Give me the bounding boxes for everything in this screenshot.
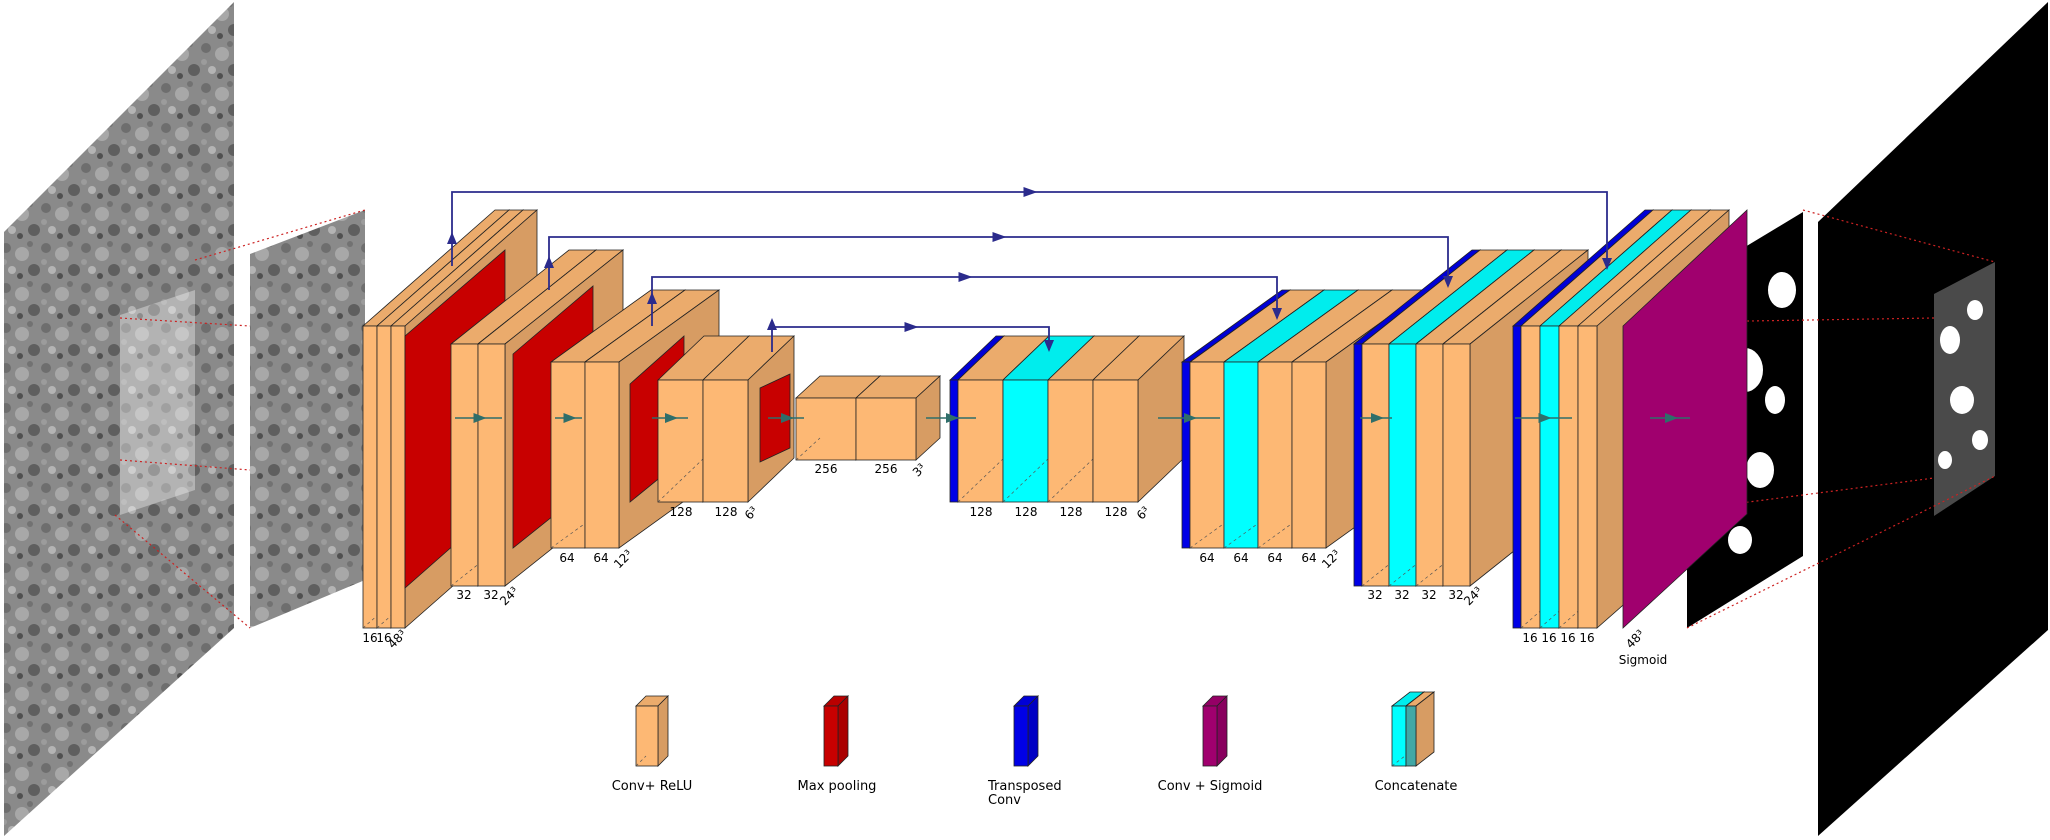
flow-arrow-2: [555, 413, 582, 423]
dimension-label: 128: [670, 505, 693, 519]
dimension-label: 64: [559, 551, 574, 565]
dimension-label: 12³: [611, 547, 635, 571]
legend-swatch-max-pooling: [823, 695, 849, 767]
flow-arrow-9: [1650, 413, 1690, 423]
dimension-label: 3³: [910, 461, 929, 480]
decoder-block-3: [1180, 289, 1428, 549]
sigmoid-label: Sigmoid: [1619, 653, 1668, 667]
input-crop-region: [120, 290, 195, 515]
input-crop-patch: [250, 210, 365, 628]
dimension-label: 128: [1015, 505, 1038, 519]
output-sigmoid-block: [1622, 209, 1748, 629]
dimension-label: 32: [1421, 588, 1436, 602]
legend-swatch-conv-relu: [635, 695, 669, 767]
skip-connections: [447, 187, 1612, 352]
legend-label-max-pooling: Max pooling: [798, 779, 877, 794]
flow-arrows: [455, 413, 1690, 423]
legend-label-conv-relu: Conv+ ReLU: [612, 779, 693, 794]
dimension-label: 128: [1060, 505, 1083, 519]
skip-connection-1: [447, 187, 1612, 270]
dimension-label: 128: [1105, 505, 1128, 519]
conv-layer: [1092, 335, 1185, 503]
legend-item-concatenate: Concatenate: [1375, 691, 1458, 794]
dimension-label: 24³: [1461, 584, 1485, 608]
swatch-slab: [1013, 695, 1039, 767]
dimension-label: 24³: [497, 584, 521, 608]
input-volume: [4, 2, 234, 836]
flow-arrow-1: [455, 413, 502, 423]
decoder-block-4: [949, 335, 1185, 503]
dimension-label: 6³: [1134, 504, 1153, 523]
dimension-label: 32: [456, 588, 471, 602]
dimension-label: 256: [875, 462, 898, 476]
dimension-label: 48³: [1623, 627, 1647, 651]
dimension-label: 64: [1301, 551, 1316, 565]
dimension-label: 64: [593, 551, 608, 565]
dimension-label: 16: [362, 631, 377, 645]
dimension-label: 128: [970, 505, 993, 519]
input-projection-lines: [114, 209, 366, 629]
flow-arrow-6: [1158, 413, 1220, 423]
dimension-label: 16: [376, 631, 391, 645]
skip-connection-4: [767, 318, 1054, 352]
dimension-label: 128: [715, 505, 738, 519]
flow-arrow-8: [1515, 413, 1572, 423]
legend-item-conv-relu: Conv+ ReLU: [612, 695, 693, 794]
network-blocks: [361, 209, 1748, 629]
output-volume: [1818, 2, 2048, 836]
dimension-label: 12³: [1319, 547, 1343, 571]
legend-label-conv-sigmoid: Conv + Sigmoid: [1158, 779, 1263, 794]
dimension-label: 16: [1579, 631, 1594, 645]
skip-connection-2: [544, 232, 1453, 290]
dimension-label: 6³: [742, 504, 761, 523]
encoder-block-4: [657, 335, 795, 503]
legend-label-concatenate: Concatenate: [1375, 779, 1458, 794]
dimension-label: 64: [1267, 551, 1282, 565]
conv-layer: [854, 375, 942, 461]
flow-arrow-3: [652, 413, 688, 423]
legend-item-max-pooling: Max pooling: [798, 695, 877, 794]
dimension-label: 32: [1448, 588, 1463, 602]
dimension-label: 16: [1541, 631, 1556, 645]
flow-arrow-7: [1360, 413, 1392, 423]
dimension-label: 64: [1199, 551, 1214, 565]
flow-arrow-5: [926, 413, 976, 423]
sigmoid-layer: [1622, 209, 1748, 629]
dimension-label: 32: [1367, 588, 1382, 602]
swatch-slab: [1404, 691, 1436, 767]
dimension-label: 64: [1233, 551, 1248, 565]
dimension-label: 32: [483, 588, 498, 602]
dimension-label: 256: [815, 462, 838, 476]
swatch-slab: [1202, 695, 1228, 767]
swatch-slab: [635, 695, 669, 767]
dimension-label: 16: [1522, 631, 1537, 645]
legend-swatch-concatenate: [1390, 691, 1436, 767]
dimension-label: 16: [1560, 631, 1575, 645]
flow-arrow-4: [768, 413, 804, 423]
legend-item-conv-sigmoid: Conv + Sigmoid: [1158, 695, 1263, 794]
skip-connection-3: [647, 272, 1282, 326]
swatch-slab: [823, 695, 849, 767]
bottleneck-block: [794, 375, 942, 461]
dimension-label: 32: [1394, 588, 1409, 602]
legend-swatch-conv-sigmoid: [1202, 695, 1228, 767]
legend-swatch-transposed-conv: [1013, 695, 1039, 767]
